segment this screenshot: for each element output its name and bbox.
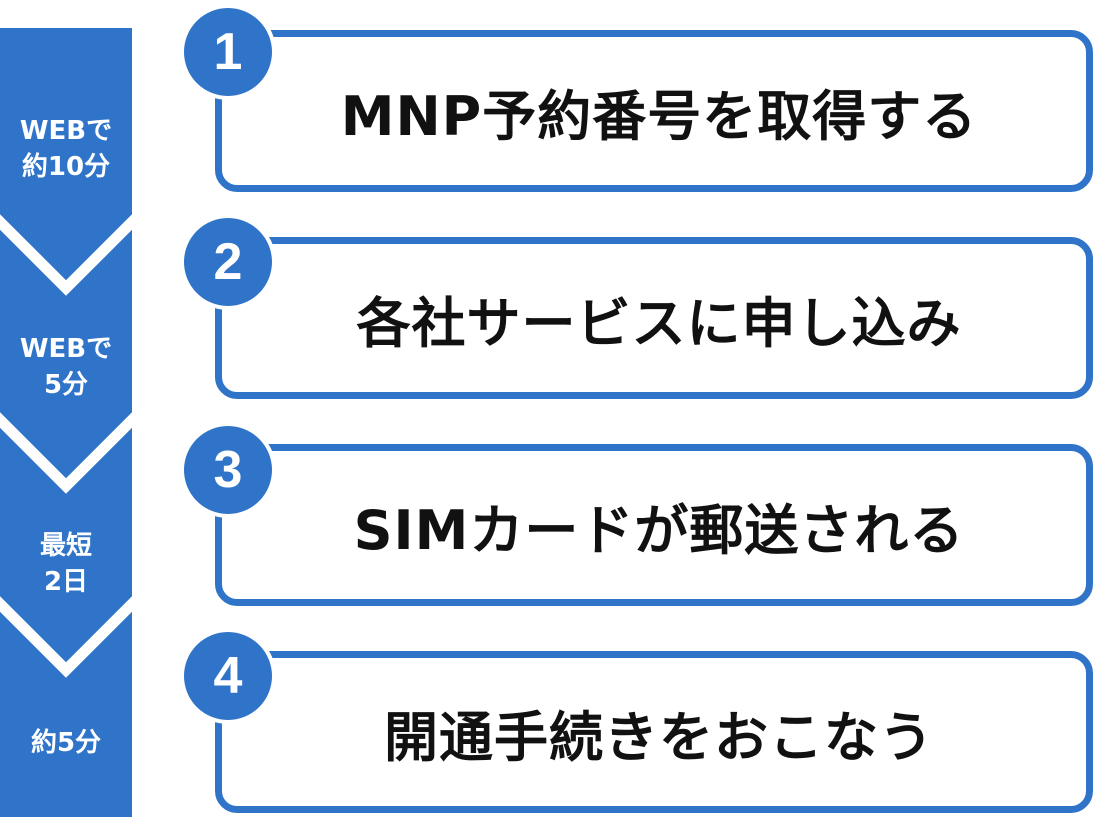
step-number-badge-2: 2 [180,214,276,310]
duration-label-step-4: 約5分 [0,723,132,763]
step-box-1: MNP予約番号を取得する [215,30,1093,192]
duration-label-line: 5分 [43,370,89,400]
step-box-4: 開通手続きをおこなう [215,651,1093,813]
step-number-badge-3: 3 [180,422,276,518]
step-title: 開通手続きをおこなう [384,705,934,769]
step-title: MNP予約番号を取得する [340,84,978,148]
duration-track [0,28,132,817]
duration-label-line: WEBで [19,116,113,146]
duration-label-line: WEBで [19,334,113,364]
duration-label-line: 最短 [39,531,92,561]
duration-label-line: 2日 [43,567,89,597]
duration-track-background [0,28,132,817]
chevron-separator-1 [0,214,132,296]
chevron-separator-3 [0,596,132,678]
step-title: SIMカードが郵送される [353,498,965,562]
duration-label-line: 約10分 [21,152,111,182]
duration-label-step-2: WEBで 5分 [0,327,132,407]
step-number-badge-4: 4 [180,628,276,724]
duration-label-step-3: 最短 2日 [0,524,132,604]
step-number-badge-1: 1 [180,4,276,100]
chevron-separator-2 [0,412,132,494]
duration-label-step-1: WEBで 約10分 [0,109,132,189]
step-box-2: 各社サービスに申し込み [215,237,1093,399]
step-title: 各社サービスに申し込み [356,291,962,355]
step-box-3: SIMカードが郵送される [215,444,1093,606]
duration-label-line: 約5分 [30,728,102,758]
